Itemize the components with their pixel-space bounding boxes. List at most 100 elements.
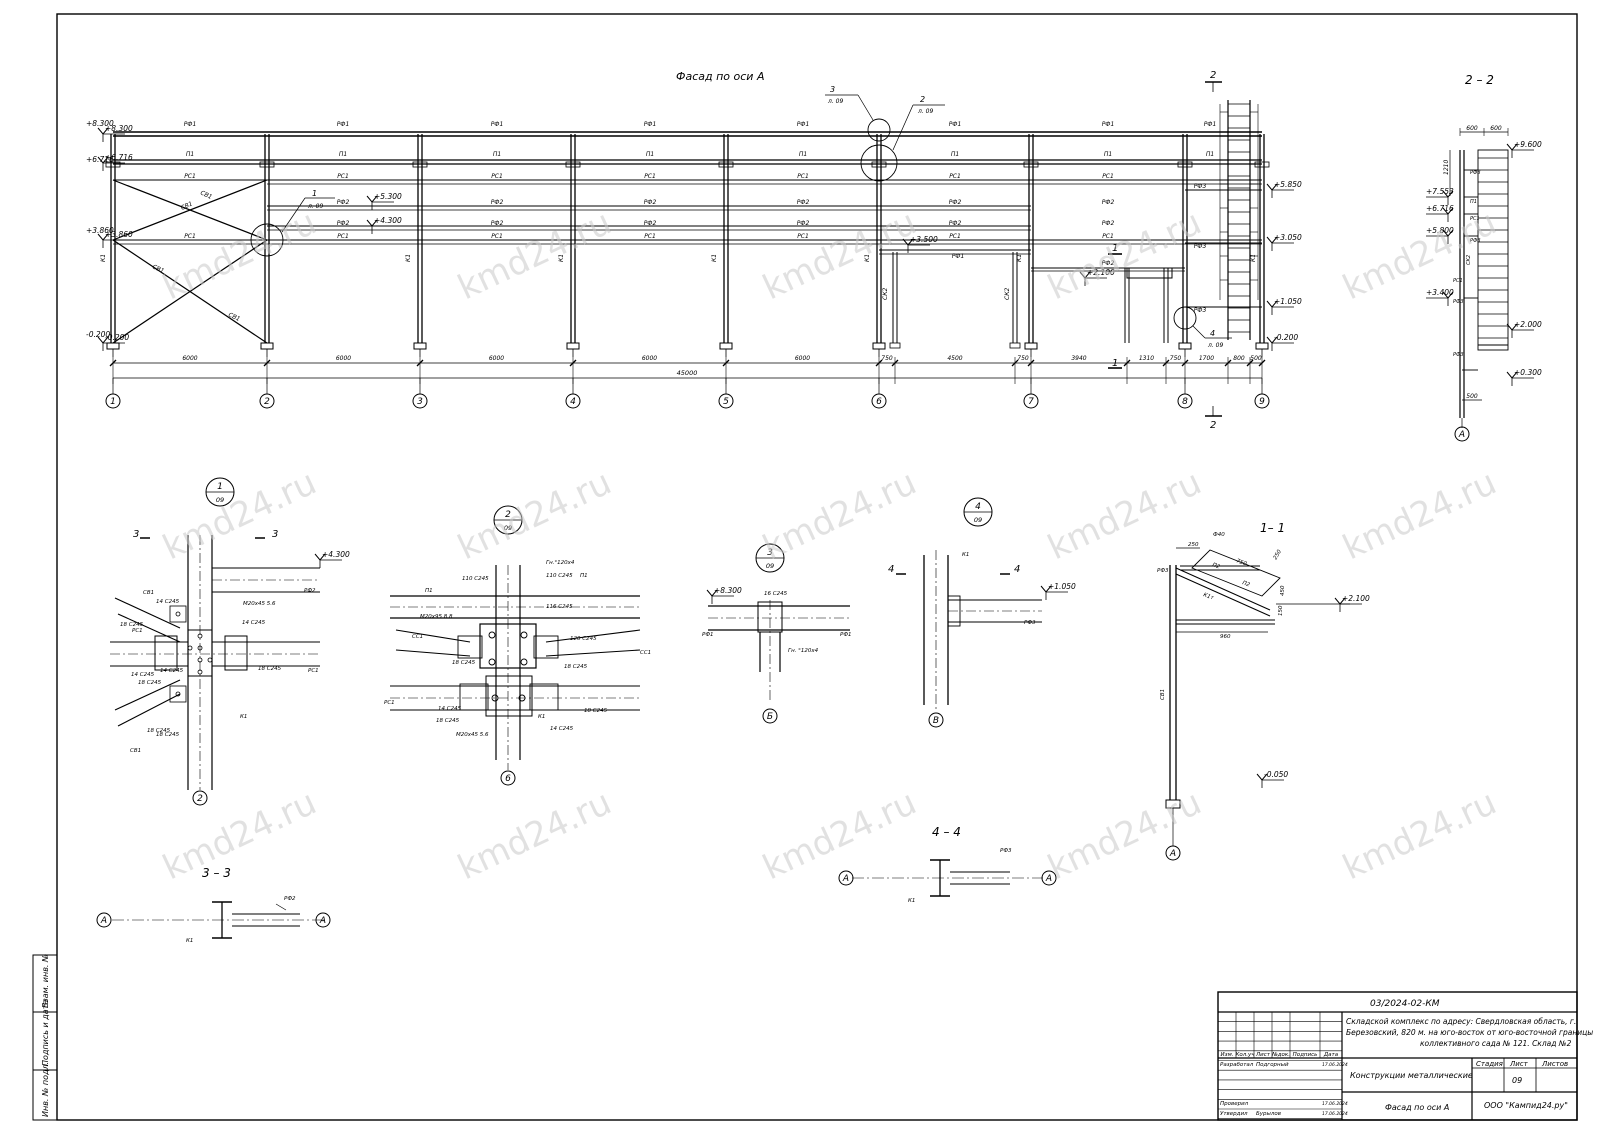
line bbox=[114, 679, 181, 711]
dimension-label: 6000 bbox=[182, 355, 197, 362]
elevation-label: +0.300 bbox=[1514, 368, 1542, 377]
member-label: СК2 bbox=[1466, 255, 1472, 265]
sheet-frame bbox=[56, 13, 1578, 1121]
member-label: РФ2 bbox=[491, 199, 504, 206]
circle bbox=[520, 658, 528, 666]
part-label: П1 bbox=[425, 588, 433, 594]
circle bbox=[500, 770, 516, 786]
tb-sheets-label: Листов bbox=[1541, 1060, 1568, 1068]
member-label: РФ1 bbox=[1204, 121, 1217, 128]
axis-label: А bbox=[319, 916, 326, 926]
member-label: К1 bbox=[1016, 254, 1023, 262]
circle bbox=[867, 118, 891, 142]
member-label: РФ3 bbox=[1470, 238, 1481, 244]
member-label: П1 bbox=[646, 151, 654, 158]
member-label: К1 bbox=[711, 254, 718, 262]
elevation-label: +3.500 bbox=[910, 235, 938, 244]
dimension-label: 250 bbox=[1273, 548, 1284, 561]
elevation-label: +3.860 bbox=[105, 230, 133, 239]
rect bbox=[106, 342, 120, 350]
axis-label: В bbox=[933, 716, 939, 726]
part-label: М20х45 5.6 bbox=[243, 601, 276, 607]
member-label: РС1 bbox=[949, 173, 961, 180]
elevation-label: +3.860 bbox=[86, 226, 114, 235]
member-label: СВ1 bbox=[227, 311, 241, 322]
part-label: РС1 bbox=[384, 700, 395, 706]
cut-mark: 3 bbox=[133, 529, 139, 540]
part-label: 18 С245 bbox=[564, 664, 588, 670]
axis-label: 5 bbox=[723, 397, 729, 407]
member-label: РФ3 bbox=[1470, 170, 1481, 176]
circle bbox=[1173, 306, 1197, 330]
circle bbox=[105, 393, 121, 409]
line bbox=[275, 903, 287, 911]
member-label: П1 bbox=[1104, 151, 1112, 158]
rect bbox=[1255, 342, 1269, 350]
rect bbox=[485, 675, 533, 717]
part-label: СВ1 bbox=[1160, 689, 1166, 700]
watermark-text: kmd24.ru bbox=[757, 783, 923, 889]
member-label: П1 bbox=[1206, 151, 1214, 158]
rect bbox=[719, 342, 733, 350]
rect bbox=[169, 685, 187, 703]
member-label: РС1 bbox=[1453, 278, 1463, 284]
part-label: 18 С245 bbox=[147, 728, 171, 734]
part-label: 116 С245 bbox=[546, 604, 573, 610]
watermark-text: kmd24.ru bbox=[1042, 783, 1208, 889]
rect bbox=[260, 342, 274, 350]
member-label: РС1 bbox=[1102, 173, 1114, 180]
tb-project: Складской комплекс по адресу: Свердловск… bbox=[1346, 1017, 1593, 1048]
tb-role: Утвердил bbox=[1220, 1111, 1248, 1117]
rect bbox=[259, 161, 275, 168]
member-label: РС1 bbox=[337, 233, 349, 240]
elevation-label: +3.400 bbox=[1426, 288, 1454, 297]
part-label: 18 С245 bbox=[452, 660, 476, 666]
tick bbox=[109, 359, 117, 367]
rect bbox=[529, 683, 559, 711]
detail-sheet: 09 bbox=[216, 496, 224, 504]
part-label: 18 С245 bbox=[138, 680, 162, 686]
rect bbox=[533, 635, 559, 659]
elevation-label: +1.050 bbox=[1048, 582, 1076, 591]
rect bbox=[457, 635, 483, 659]
line bbox=[1175, 567, 1271, 611]
member-label: РФ2 bbox=[491, 220, 504, 227]
callout-num: 4 bbox=[1210, 329, 1215, 338]
rect bbox=[105, 161, 121, 168]
elevation-label: +8.300 bbox=[105, 124, 133, 133]
member-label: СК2 bbox=[1004, 288, 1011, 300]
part-label: К1 bbox=[186, 938, 193, 944]
dimension-label: 500 bbox=[1466, 393, 1478, 400]
detail-sheet: 09 bbox=[766, 562, 774, 570]
axis-label: 6 bbox=[876, 397, 882, 407]
axis-label: 4 bbox=[570, 397, 576, 407]
watermark-text: kmd24.ru bbox=[157, 203, 323, 309]
facade-view: Фасад по оси А РФ1П1РФ1П1РФ1П1РФ1П1РФ1П1… bbox=[86, 70, 1302, 431]
member-label: РФ2 bbox=[1102, 260, 1115, 267]
line bbox=[114, 597, 181, 629]
tick bbox=[416, 359, 424, 367]
circle bbox=[1041, 870, 1057, 886]
section-mark: 2 bbox=[1210, 70, 1216, 81]
circle bbox=[488, 631, 496, 639]
watermark-text: kmd24.ru bbox=[1042, 463, 1208, 569]
member-label: РФ2 bbox=[797, 199, 810, 206]
tb-header-col: Лист bbox=[1255, 1052, 1271, 1058]
callout-num: 3 bbox=[830, 85, 835, 94]
dimension-label: 6000 bbox=[642, 355, 657, 362]
tick bbox=[1246, 359, 1254, 367]
tb-sheet-label: Лист bbox=[1509, 1060, 1529, 1068]
tick bbox=[1224, 359, 1232, 367]
elevation-label: +1.050 bbox=[1274, 297, 1302, 306]
circle bbox=[838, 870, 854, 886]
rect bbox=[1009, 342, 1021, 349]
member-label: РФ1 bbox=[337, 121, 350, 128]
rect bbox=[1023, 161, 1039, 168]
part-label: РС1 bbox=[132, 628, 143, 634]
dimension-label: 960 bbox=[1220, 634, 1231, 640]
circle bbox=[860, 144, 898, 182]
member-label: РФ2 bbox=[644, 199, 657, 206]
rect bbox=[1477, 149, 1509, 351]
tick bbox=[569, 359, 577, 367]
